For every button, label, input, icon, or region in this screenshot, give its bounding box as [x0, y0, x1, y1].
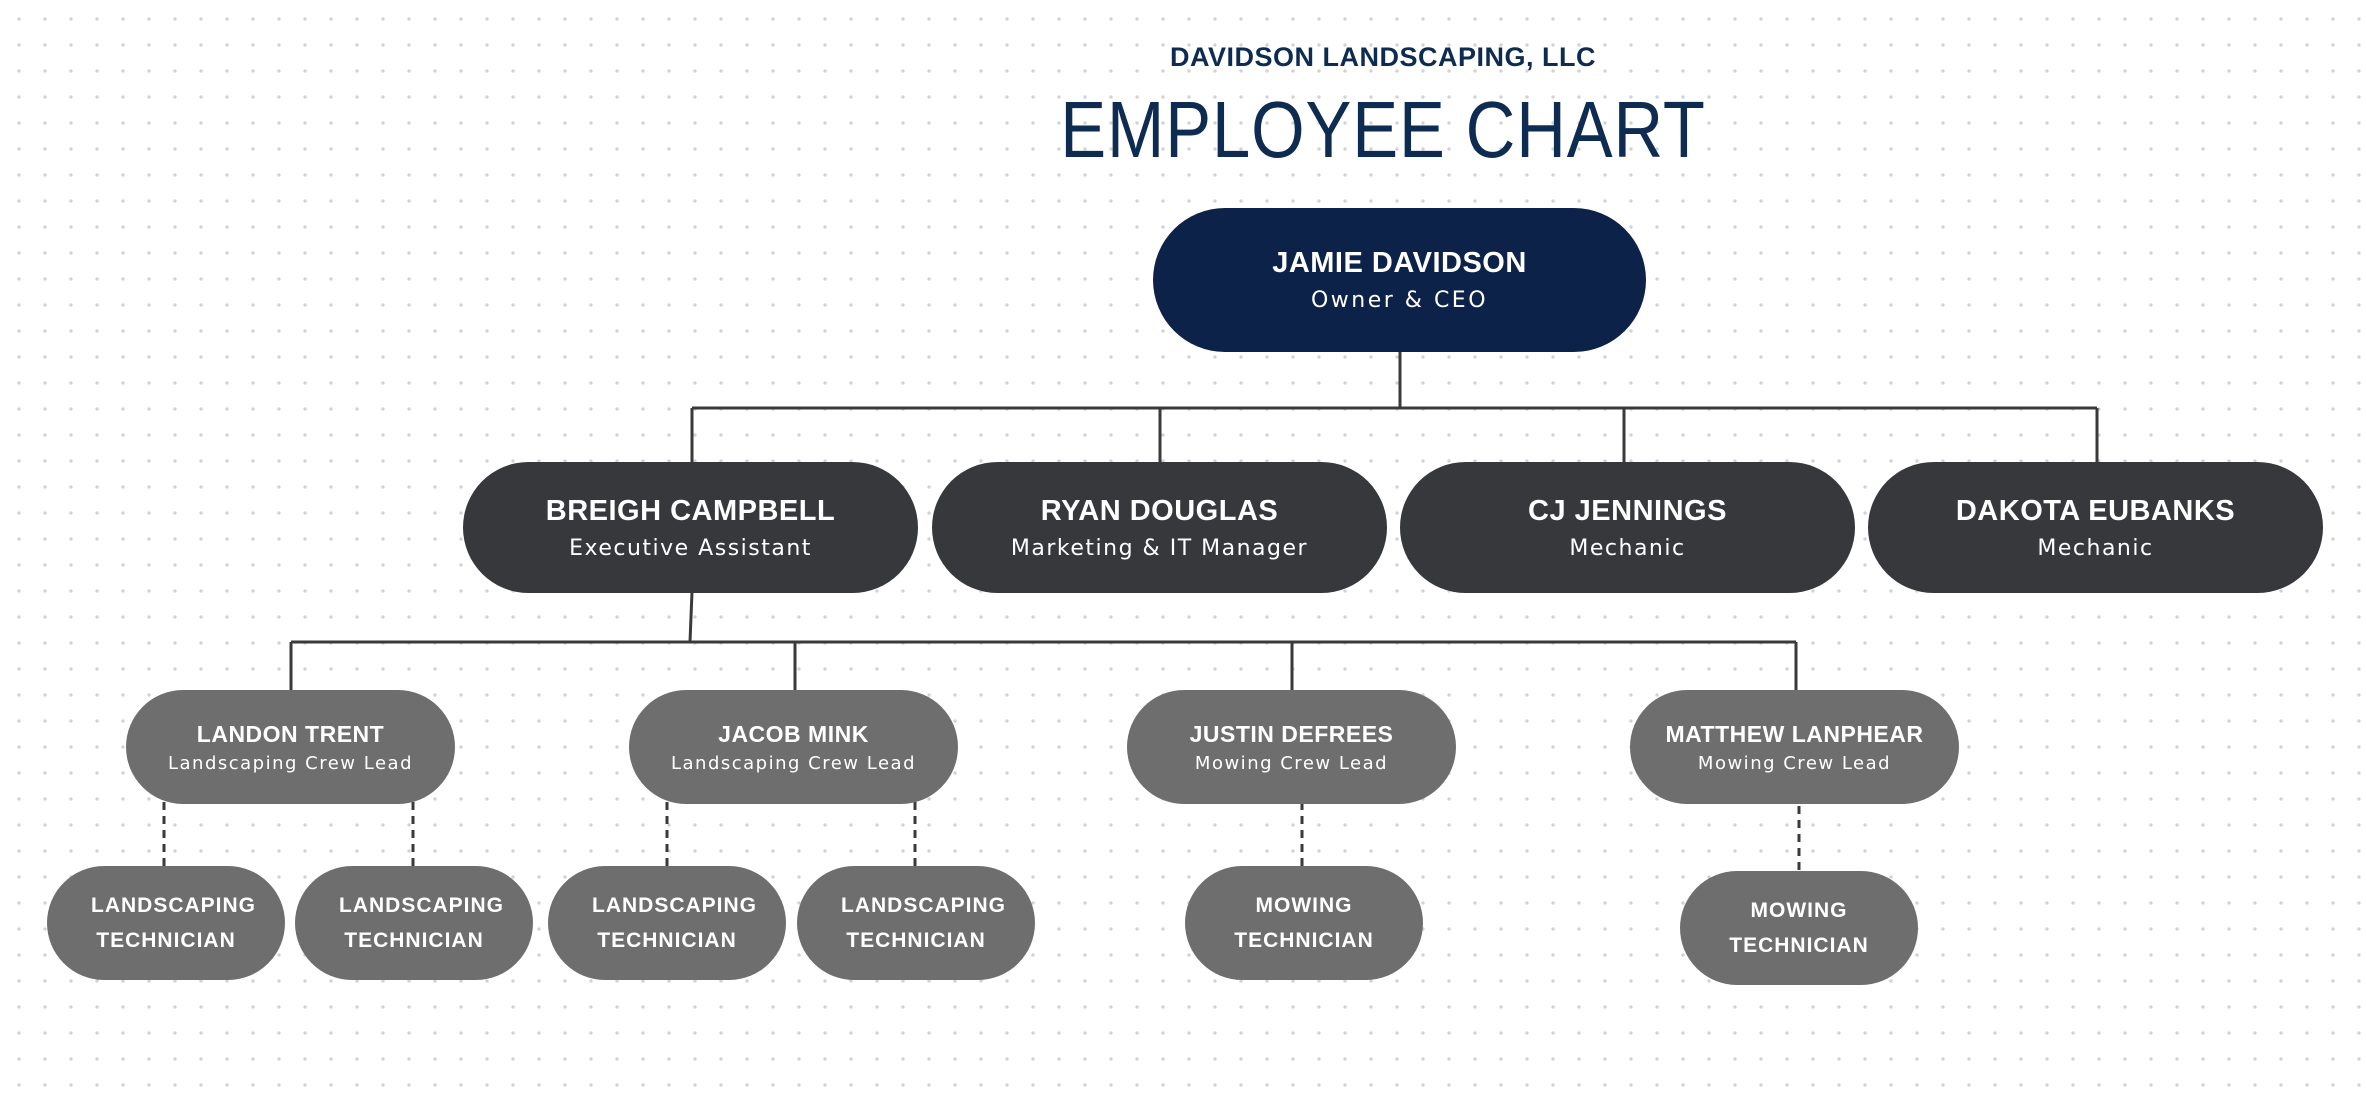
manager-node-dakota-eubanks: DAKOTA EUBANKS Mechanic [1868, 462, 2323, 593]
technician-label: LANDSCAPING TECHNICIAN [592, 894, 758, 952]
manager-role: Mechanic [1569, 535, 1686, 561]
technician-label: LANDSCAPING TECHNICIAN [91, 894, 257, 952]
technician-node: MOWING TECHNICIAN [1185, 866, 1423, 980]
technician-node: LANDSCAPING TECHNICIAN [295, 866, 533, 980]
manager-name: DAKOTA EUBANKS [1955, 494, 2236, 527]
lead-role: Mowing Crew Lead [1194, 752, 1389, 774]
lead-node-justin-defrees: JUSTIN DEFREES Mowing Crew Lead [1127, 690, 1456, 804]
manager-node-breigh-campbell: BREIGH CAMPBELL Executive Assistant [463, 462, 918, 593]
technician-label: LANDSCAPING TECHNICIAN [339, 894, 505, 952]
manager-name: BREIGH CAMPBELL [545, 494, 836, 527]
lead-name: MATTHEW LANPHEAR [1665, 720, 1924, 747]
lead-node-jacob-mink: JACOB MINK Landscaping Crew Lead [629, 690, 958, 804]
lead-node-matthew-lanphear: MATTHEW LANPHEAR Mowing Crew Lead [1630, 690, 1959, 804]
manager-name: RYAN DOUGLAS [1040, 494, 1279, 527]
ceo-name: JAMIE DAVIDSON [1272, 247, 1527, 279]
lead-name: JUSTIN DEFREES [1189, 720, 1394, 747]
lead-role: Mowing Crew Lead [1697, 752, 1892, 774]
manager-role: Mechanic [2037, 535, 2154, 561]
company-name: DAVIDSON LANDSCAPING, LLC [1169, 42, 1596, 72]
technician-node: MOWING TECHNICIAN [1680, 871, 1918, 985]
chart-title: EMPLOYEE CHART [1060, 85, 1706, 174]
manager-name: CJ JENNINGS [1528, 494, 1727, 527]
technician-label: MOWING TECHNICIAN [1729, 899, 1869, 957]
manager-node-cj-jennings: CJ JENNINGS Mechanic [1400, 462, 1855, 593]
manager-role: Executive Assistant [569, 535, 812, 561]
lead-node-landon-trent: LANDON TRENT Landscaping Crew Lead [126, 690, 455, 804]
lead-role: Landscaping Crew Lead [167, 752, 413, 774]
lead-name: LANDON TRENT [196, 720, 385, 747]
technician-node: LANDSCAPING TECHNICIAN [797, 866, 1035, 980]
technician-node: LANDSCAPING TECHNICIAN [548, 866, 786, 980]
lead-name: JACOB MINK [718, 720, 869, 747]
ceo-role: Owner & CEO [1310, 288, 1489, 313]
manager-role: Marketing & IT Manager [1010, 535, 1309, 561]
ceo-node: JAMIE DAVIDSON Owner & CEO [1153, 208, 1646, 352]
technician-label: LANDSCAPING TECHNICIAN [841, 894, 1007, 952]
manager-node-ryan-douglas: RYAN DOUGLAS Marketing & IT Manager [932, 462, 1387, 593]
technician-node: LANDSCAPING TECHNICIAN [47, 866, 285, 980]
technician-label: MOWING TECHNICIAN [1234, 894, 1374, 952]
lead-role: Landscaping Crew Lead [670, 752, 916, 774]
